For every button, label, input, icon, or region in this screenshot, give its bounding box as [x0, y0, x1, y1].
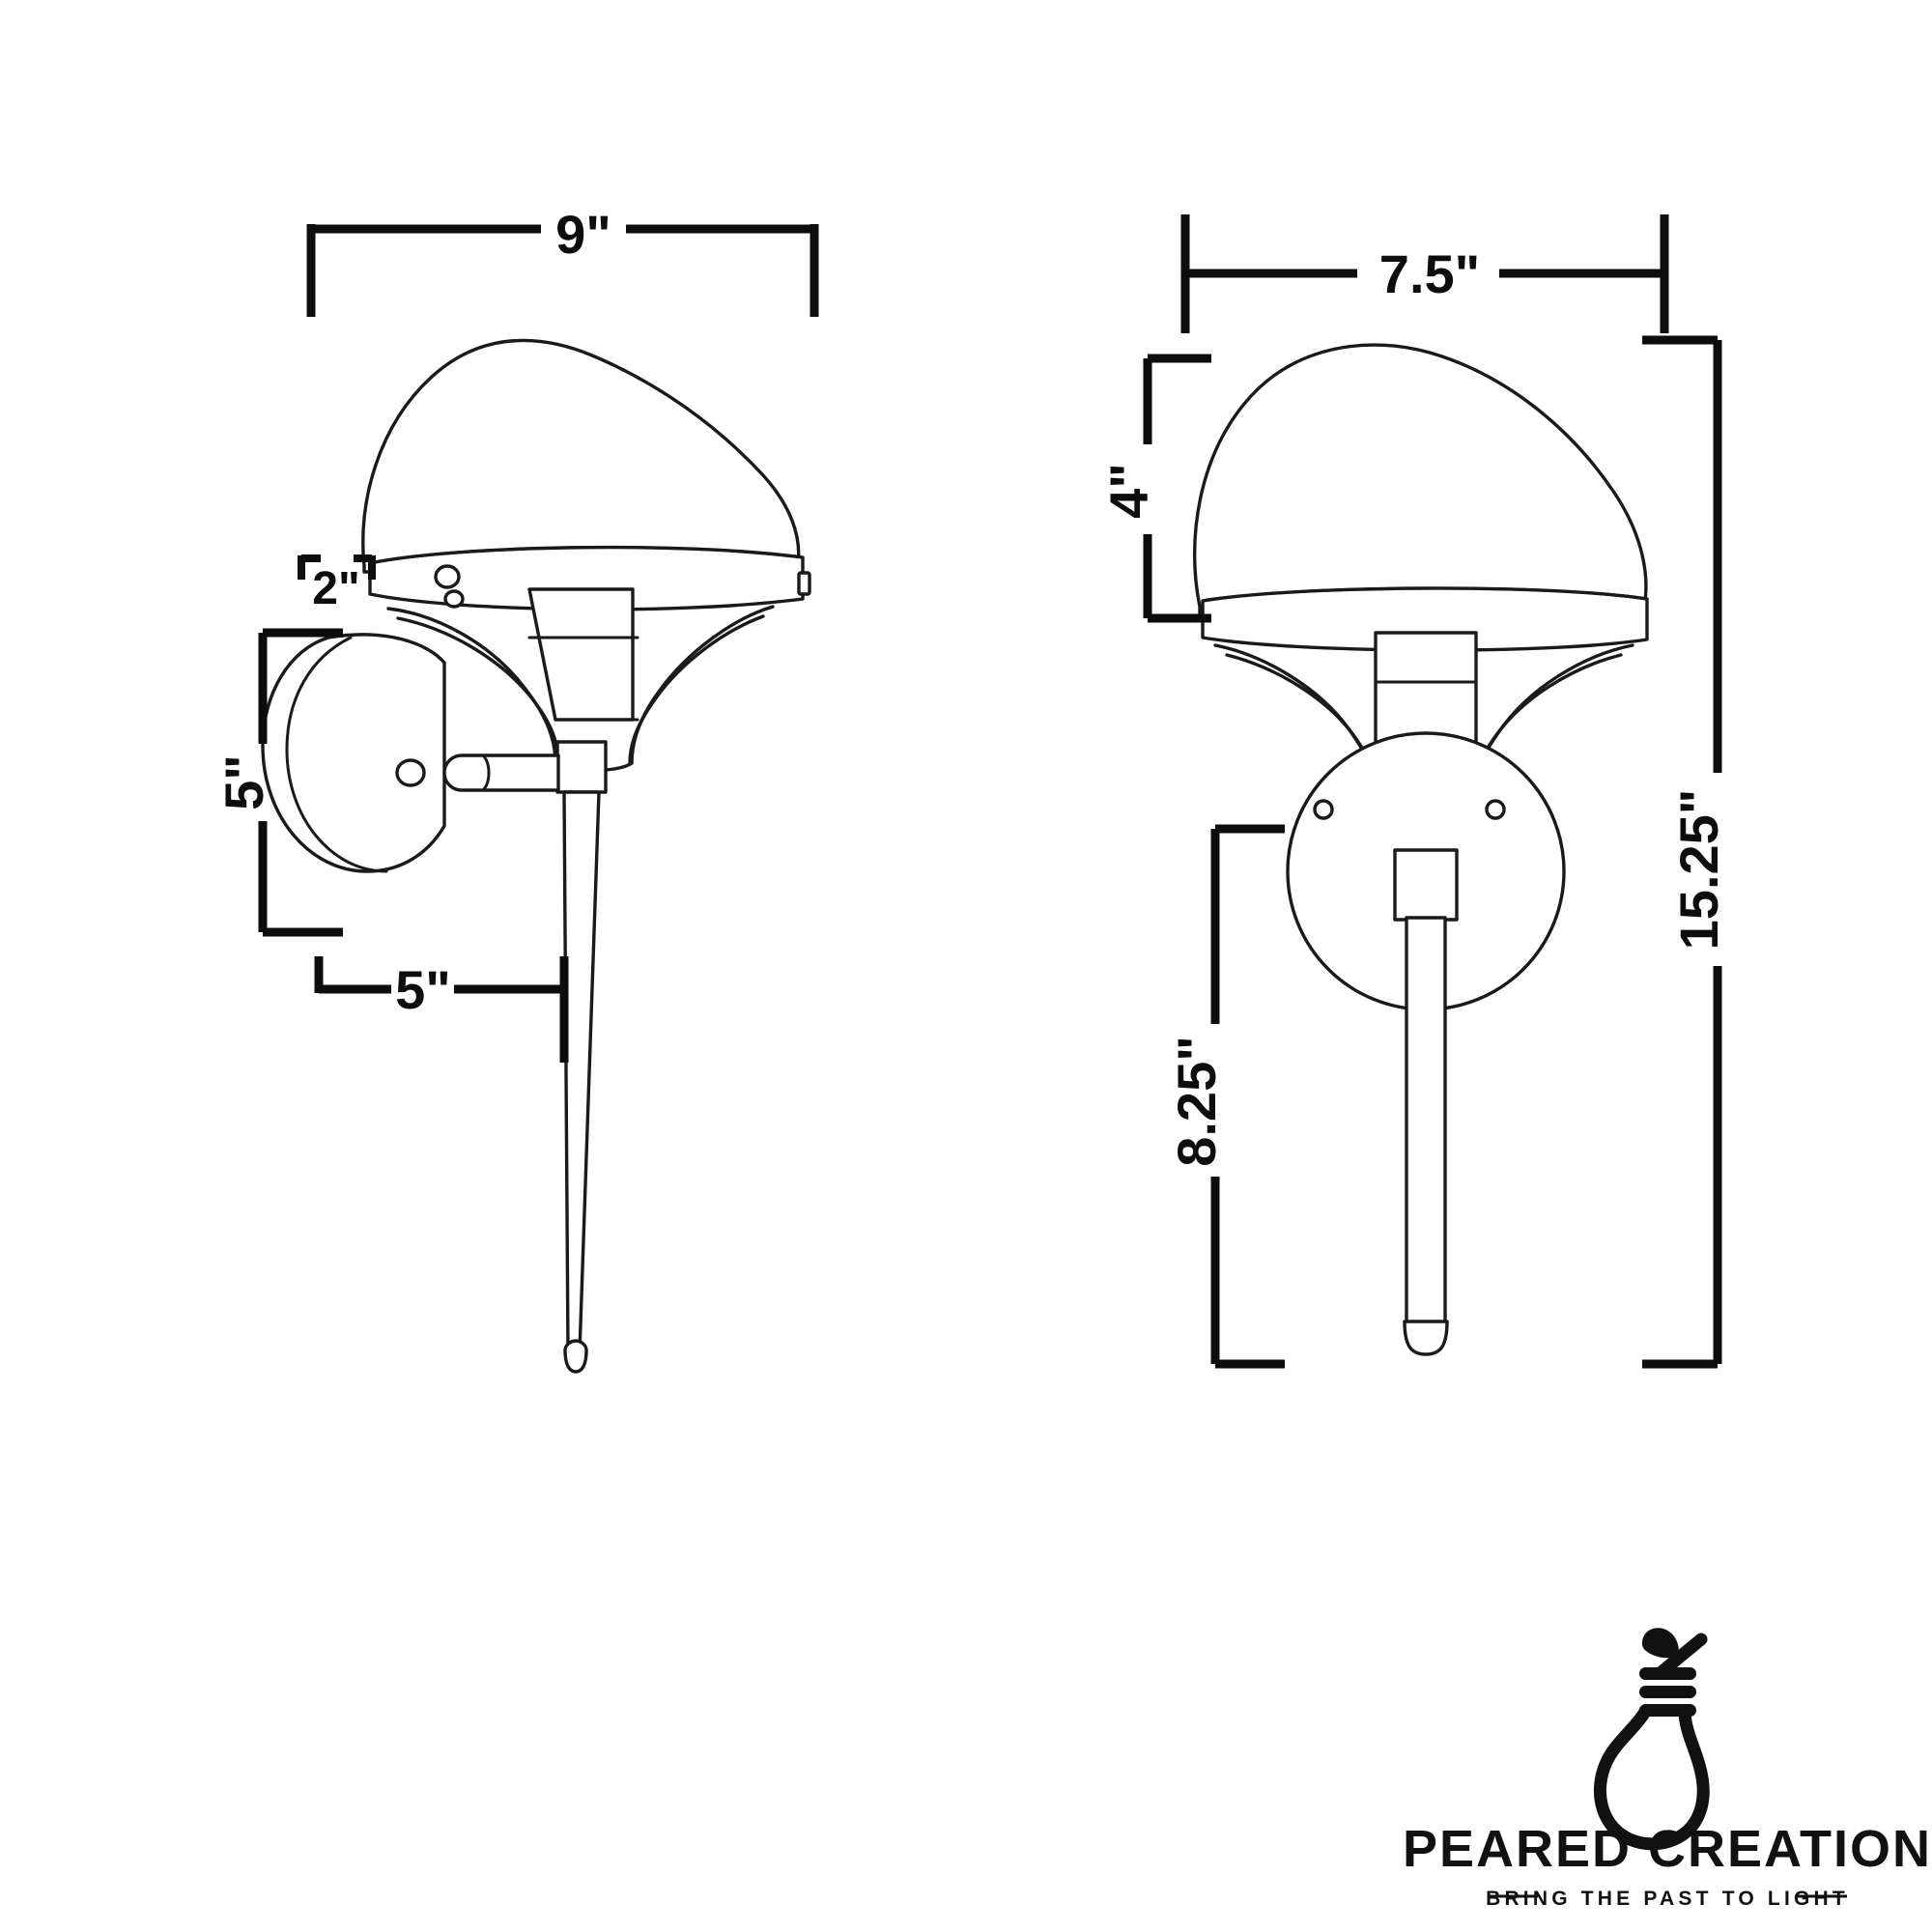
pull-switch-knob	[442, 753, 560, 792]
stem-sleeve-front	[1393, 848, 1459, 922]
fitter-side-tab	[797, 571, 811, 596]
dimension-5in-horizontal: 5"	[314, 956, 569, 1063]
dimension-label-7-5in: 7.5"	[1379, 243, 1480, 304]
pear-lightbulb-icon	[1593, 1628, 1710, 1851]
dimension-15-25in: 15.25"	[1642, 335, 1729, 1369]
shade-dome-side	[361, 338, 801, 574]
side-view-drawing	[261, 338, 811, 1374]
bulb-thread-bar-2	[1639, 1686, 1696, 1698]
backplate-screw-hole-left	[1313, 799, 1334, 820]
dimension-4in: 4"	[1098, 354, 1211, 623]
dimension-7-5in: 7.5"	[1180, 214, 1669, 333]
dimension-label-8-25in: 8.25"	[1166, 1036, 1227, 1167]
socket-cage-right-arm-inner	[628, 614, 765, 765]
backplate-screw-hole-side	[395, 758, 426, 787]
socket-cage-left-arm-inner	[396, 616, 560, 765]
dimension-9in: 9"	[306, 204, 819, 317]
dimension-label-5in-vertical: 5"	[213, 754, 274, 810]
dimension-label-9in: 9"	[555, 204, 611, 265]
socket-cage-left-arm	[386, 607, 557, 765]
dimension-5in-vertical: 5"	[213, 628, 343, 937]
dimension-label-5in-horizontal: 5"	[395, 959, 451, 1020]
fitter-screw-hole	[434, 564, 461, 589]
side-view-dimensions: 9" 2" 5" 5"	[213, 204, 819, 1063]
cord-rod-front	[1405, 916, 1447, 1325]
shade-dome-front	[1192, 343, 1648, 616]
cord-rod-side	[562, 790, 601, 1354]
fitter-band-front-top-edge	[1201, 586, 1649, 603]
stem-joint-block-side	[555, 740, 608, 794]
dimension-label-4in: 4"	[1098, 463, 1159, 519]
front-view-dimensions: 7.5" 4" 8.25" 15.25"	[1098, 214, 1729, 1369]
lamp-socket-side	[527, 587, 635, 722]
fitter-band-top-edge	[368, 546, 805, 565]
backplate-screw-hole-right	[1485, 799, 1506, 820]
cord-end-cap-side	[563, 1339, 588, 1374]
dimension-2in: 2"	[298, 554, 376, 614]
socket-cage-right-arm	[630, 605, 775, 765]
dimension-label-15-25in: 15.25"	[1668, 789, 1729, 951]
bulb-leaf	[1642, 1628, 1679, 1659]
pull-switch-collar	[481, 753, 491, 792]
backplate-side	[261, 633, 446, 873]
cage-anchor-nib	[443, 589, 465, 609]
bulb-glass-body	[1593, 1705, 1710, 1851]
brand-name: PEARED CREATION	[1403, 1820, 1932, 1878]
dimension-8-25in: 8.25"	[1166, 824, 1285, 1369]
bulb-thread-bar-1	[1639, 1667, 1696, 1680]
brand-logo: PEARED CREATION BRING THE PAST TO LIGHT	[1403, 1628, 1932, 1910]
brand-tagline: BRING THE PAST TO LIGHT	[1486, 1888, 1849, 1910]
front-view-drawing	[1192, 343, 1649, 1356]
bulb-stem	[1656, 1633, 1708, 1678]
dimension-label-2in: 2"	[312, 563, 359, 614]
cord-end-cap-front	[1403, 1320, 1449, 1356]
backplate-inner-curve	[285, 636, 388, 873]
